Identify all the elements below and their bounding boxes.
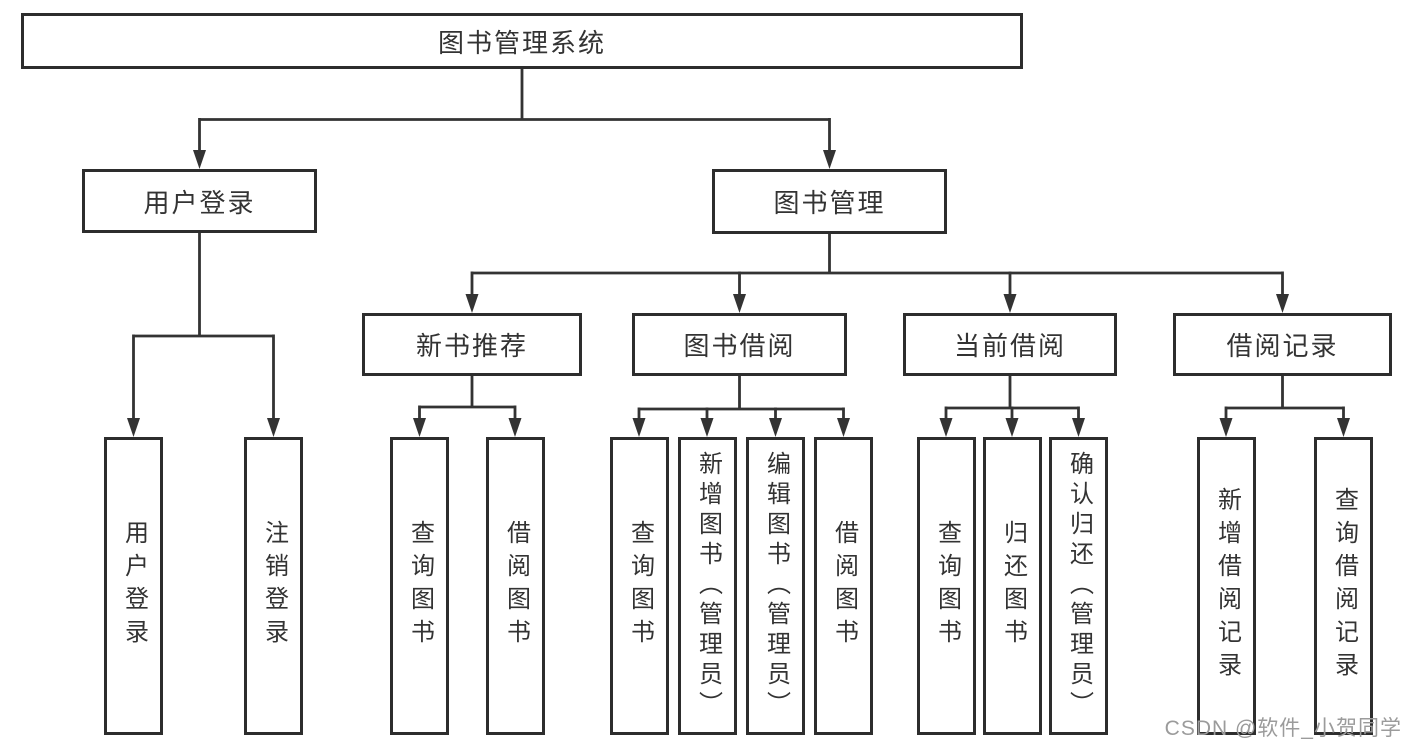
edges-book-mgmt-to-level3: [470, 234, 1284, 296]
leaf-query-books-current: 查询图书: [917, 437, 976, 735]
node-current-borrowing: 当前借阅: [903, 313, 1117, 376]
node-borrowing-records: 借阅记录: [1173, 313, 1392, 376]
leaf-return-books: 归还图书: [983, 437, 1042, 735]
edges-book-borrow-to-leaves: [637, 376, 845, 421]
leaf-add-borrow-record: 新增借阅记录: [1197, 437, 1256, 735]
node-user-login: 用户登录: [82, 169, 317, 233]
edges-root-to-level2: [198, 69, 831, 152]
leaf-user-login: 用户登录: [104, 437, 163, 735]
leaf-query-books-recommend: 查询图书: [390, 437, 449, 735]
leaf-borrow-books-borrowing: 借阅图书: [814, 437, 873, 735]
leaf-query-borrow-record: 查询借阅记录: [1314, 437, 1373, 735]
leaf-query-books-borrowing: 查询图书: [610, 437, 669, 735]
leaf-edit-books-admin: 编辑图书（管理员）: [746, 437, 805, 735]
leaf-add-books-admin: 新增图书（管理员）: [678, 437, 737, 735]
node-new-book-recommend: 新书推荐: [362, 313, 582, 376]
edges-cur-borrow-to-leaves: [944, 376, 1080, 421]
leaf-confirm-return-admin: 确认归还（管理员）: [1049, 437, 1108, 735]
edges-user-login-to-leaves: [132, 233, 275, 421]
node-book-management: 图书管理: [712, 169, 947, 234]
node-root: 图书管理系统: [21, 13, 1023, 69]
edges-borrow-rec-to-leaves: [1224, 376, 1345, 421]
leaf-logout-login: 注销登录: [244, 437, 303, 735]
node-book-borrowing: 图书借阅: [632, 313, 847, 376]
edges-new-book-to-leaves: [418, 376, 517, 421]
csdn-watermark: CSDN @软件_小贺同学: [1164, 717, 1402, 740]
leaf-borrow-books-recommend: 借阅图书: [486, 437, 545, 735]
